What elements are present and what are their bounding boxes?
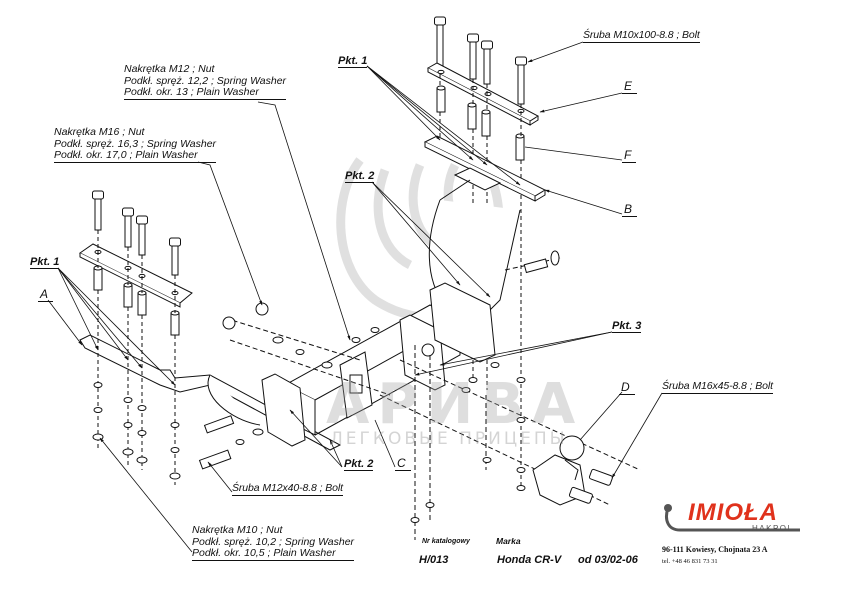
tow-ball-d bbox=[532, 435, 613, 506]
part-letter-d: D bbox=[619, 380, 635, 395]
crossbar-c bbox=[261, 282, 496, 447]
crossbar-fasteners bbox=[198, 250, 560, 523]
callout-bolt-m12: Śruba M12x40-8.8 ; Bolt bbox=[232, 482, 343, 496]
leader-lines bbox=[47, 41, 663, 553]
part-letter-f: F bbox=[622, 148, 637, 163]
brand-address: 96-111 Kowiesy, Chojnata 23 A bbox=[662, 545, 768, 554]
callout-line: Podkł. spręż. 16,3 ; Spring Washer bbox=[54, 137, 217, 150]
point-1-left: Pkt. 1 bbox=[30, 256, 60, 269]
callout-nut-m16: Nakrętka M16 ; Nut Podkł. spręż. 16,3 ; … bbox=[54, 126, 217, 163]
left-bolt-group bbox=[79, 190, 342, 451]
callout-line: Podkł. okr. 10,5 ; Plain Washer bbox=[192, 547, 355, 561]
watermark-subtitle: ЛЕГКОВЫЕ ПРИЦЕПЫ bbox=[330, 429, 568, 449]
callout-line: Podkł. okr. 13 ; Plain Washer bbox=[124, 86, 287, 100]
point-2-upper: Pkt. 2 bbox=[345, 170, 375, 183]
part-letter-b: B bbox=[622, 202, 638, 217]
part-letter-e: E bbox=[622, 79, 638, 94]
point-2-lower: Pkt. 2 bbox=[344, 458, 374, 471]
point-1-top: Pkt. 1 bbox=[338, 55, 368, 68]
callout-line: Podkł. okr. 17,0 ; Plain Washer bbox=[54, 149, 217, 163]
callout-bolt-m16: Śruba M16x45-8.8 ; Bolt bbox=[662, 380, 773, 394]
left-nut-stacks bbox=[92, 382, 181, 480]
callout-nut-m12: Nakrętka M12 ; Nut Podkł. spręż. 12,2 ; … bbox=[124, 63, 287, 100]
part-letter-a: A bbox=[38, 287, 54, 302]
point-3: Pkt. 3 bbox=[612, 320, 642, 333]
make-value: Honda CR-V bbox=[497, 554, 562, 566]
left-dashed-axes bbox=[97, 230, 176, 485]
brand-subtitle: HAKPOL bbox=[752, 524, 794, 533]
brand-logo-mark bbox=[664, 504, 800, 532]
callout-nut-m10: Nakrętka M10 ; Nut Podkł. spręż. 10,2 ; … bbox=[192, 524, 355, 561]
callout-line: Podkł. spręż. 12,2 ; Spring Washer bbox=[124, 74, 287, 87]
brand-phone: tel. +48 46 831 73 31 bbox=[662, 558, 718, 565]
catalog-number-label: Nr katalogowy bbox=[422, 538, 470, 545]
make-label: Marka bbox=[496, 536, 521, 546]
callout-line: Nakrętka M16 ; Nut bbox=[54, 126, 145, 138]
catalog-number: H/013 bbox=[419, 554, 449, 566]
callout-line: Nakrętka M10 ; Nut bbox=[192, 524, 283, 536]
date-range: od 03/02-06 bbox=[578, 554, 638, 566]
callout-line: Nakrętka M12 ; Nut bbox=[124, 63, 215, 75]
callout-line: Podkł. spręż. 10,2 ; Spring Washer bbox=[192, 535, 355, 548]
callout-bolt-m10: Śruba M10x100-8.8 ; Bolt bbox=[583, 29, 700, 43]
top-bolt-group bbox=[426, 16, 540, 161]
brand-name: IMIOŁA bbox=[688, 499, 778, 526]
part-letter-c: C bbox=[395, 456, 411, 471]
watermark-title: АРИВА bbox=[326, 372, 584, 437]
